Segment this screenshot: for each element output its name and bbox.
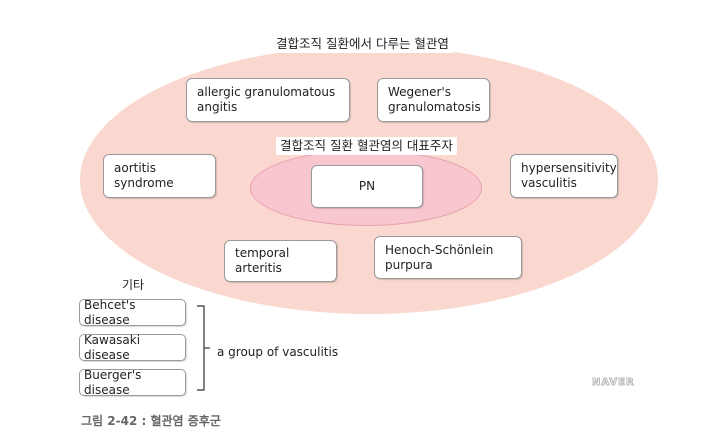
- others-item-kawasaki: Kawasaki disease: [79, 332, 186, 362]
- node-text-line: aortitis syndrome: [114, 161, 174, 190]
- node-text-line: angitis: [197, 100, 238, 114]
- inner-title: 결합조직 질환 혈관염의 대표주자: [276, 137, 457, 155]
- node-text-line: Wegener's: [388, 85, 452, 99]
- node-allergic-granulomatous-angitis: allergic granulomatous angitis: [186, 78, 350, 122]
- node-hypersensitivity-vasculitis: hypersensitivity vasculitis: [510, 154, 618, 198]
- group-label: a group of vasculitis: [217, 345, 339, 359]
- node-text-line: allergic granulomatous: [197, 85, 336, 99]
- others-label: 기타: [122, 278, 145, 292]
- others-item-text: Buerger's disease: [84, 367, 142, 397]
- node-wegeners-granulomatosis: Wegener's granulomatosis: [377, 78, 490, 122]
- others-item-buerger: Buerger's disease: [79, 367, 186, 397]
- node-text-line: PN: [358, 179, 376, 193]
- node-text-line: purpura: [385, 257, 433, 272]
- others-item-text: Behcet's disease: [84, 297, 136, 327]
- node-aortitis-syndrome: aortitis syndrome: [103, 154, 216, 198]
- node-temporal-arteritis: temporal arteritis: [224, 240, 337, 282]
- outer-title: 결합조직 질환에서 다루는 혈관염: [272, 35, 453, 53]
- node-pn: PN: [311, 165, 423, 208]
- node-text-line: granulomatosis: [388, 100, 481, 114]
- watermark: NAVER: [592, 377, 635, 389]
- node-henoch-schonlein-purpura: Henoch-Schönlein purpura: [374, 236, 522, 279]
- group-bracket: [197, 305, 210, 391]
- node-text-line: temporal arteritis: [235, 246, 290, 275]
- node-text-line: hypersensitivity: [521, 161, 617, 175]
- node-text-line: Henoch-Schönlein: [385, 242, 494, 257]
- others-item-text: Kawasaki disease: [84, 332, 141, 362]
- others-item-behcet: Behcet's disease: [79, 297, 186, 327]
- node-text-line: vasculitis: [521, 176, 577, 190]
- figure-caption: 그림 2-42 : 혈관염 증후군: [81, 414, 221, 428]
